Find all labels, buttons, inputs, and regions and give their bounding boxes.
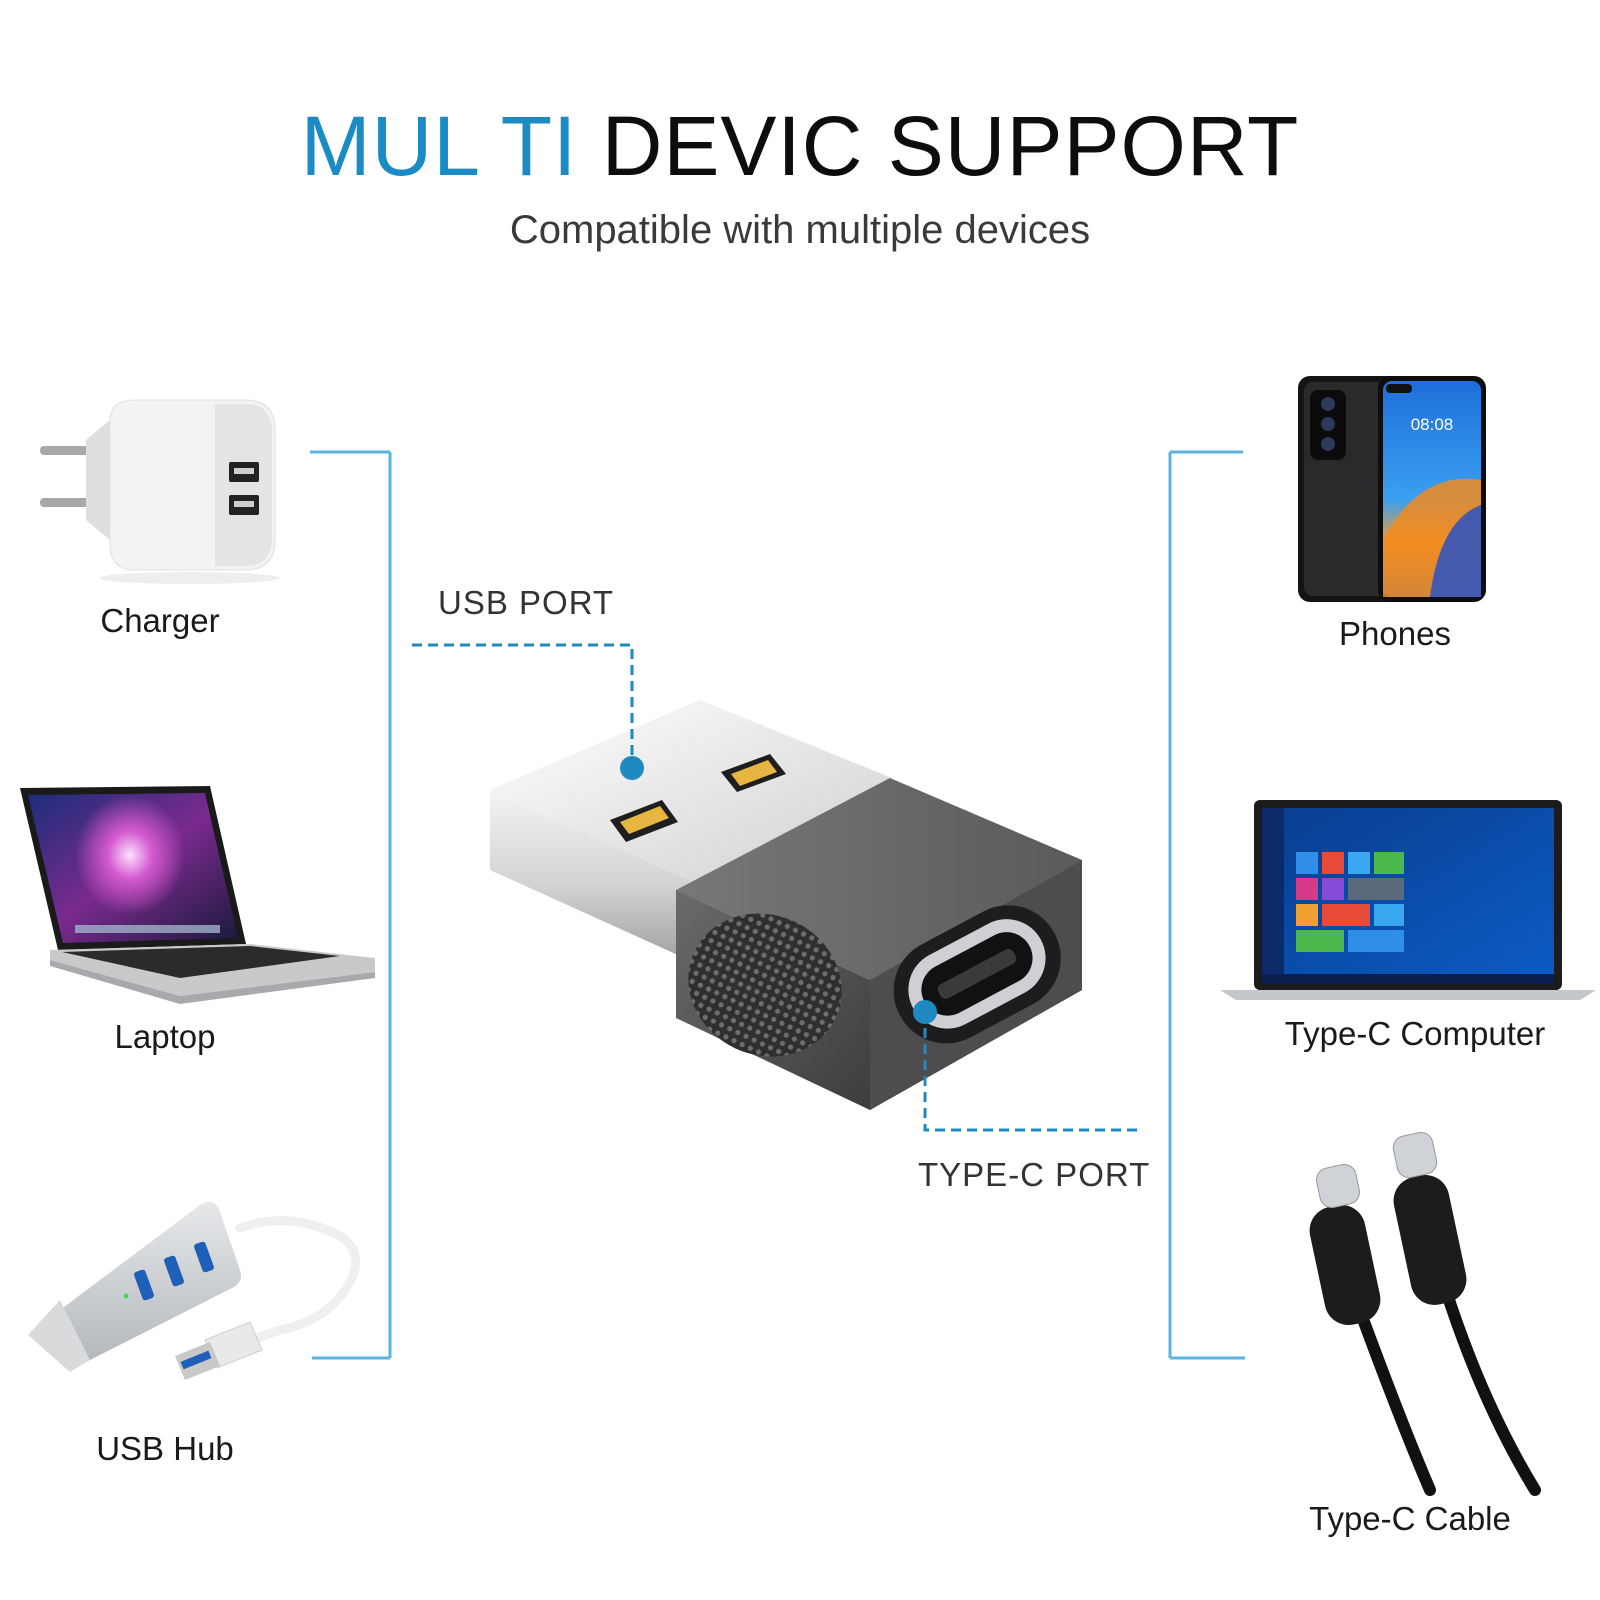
smartphone-icon: 08:08 (1298, 376, 1486, 602)
usb-port-label: USB PORT (438, 584, 615, 621)
type-c-cable-icon (1309, 1132, 1541, 1496)
usb-to-type-c-adapter (490, 700, 1082, 1110)
type-c-port-callout (913, 1000, 1142, 1132)
phone-clock: 08:08 (1411, 415, 1454, 434)
device-label-usb-hub: USB Hub (96, 1430, 234, 1467)
right-bracket (1168, 450, 1245, 1360)
wall-charger-icon (40, 399, 280, 584)
device-label-charger: Charger (100, 602, 220, 639)
usb-hub-icon (28, 1201, 361, 1380)
page-subtitle: Compatible with multiple devices (509, 208, 1091, 252)
laptop-icon (20, 786, 375, 1004)
page-title: MUL TI DEVIC SUPPORT (0, 96, 1600, 196)
title-accent: MUL TI (300, 99, 578, 193)
type-c-port-label: TYPE-C PORT (918, 1156, 1151, 1193)
device-label-type-c-computer: Type-C Computer (1284, 1015, 1546, 1052)
device-label-type-c-cable: Type-C Cable (1309, 1500, 1511, 1537)
device-label-phones: Phones (1339, 615, 1451, 652)
usb-port-callout (412, 643, 644, 780)
title-rest: DEVIC SUPPORT (601, 99, 1300, 193)
device-label-laptop: Laptop (114, 1018, 216, 1055)
notebook-computer-icon (1220, 800, 1596, 1000)
left-bracket (310, 450, 392, 1360)
